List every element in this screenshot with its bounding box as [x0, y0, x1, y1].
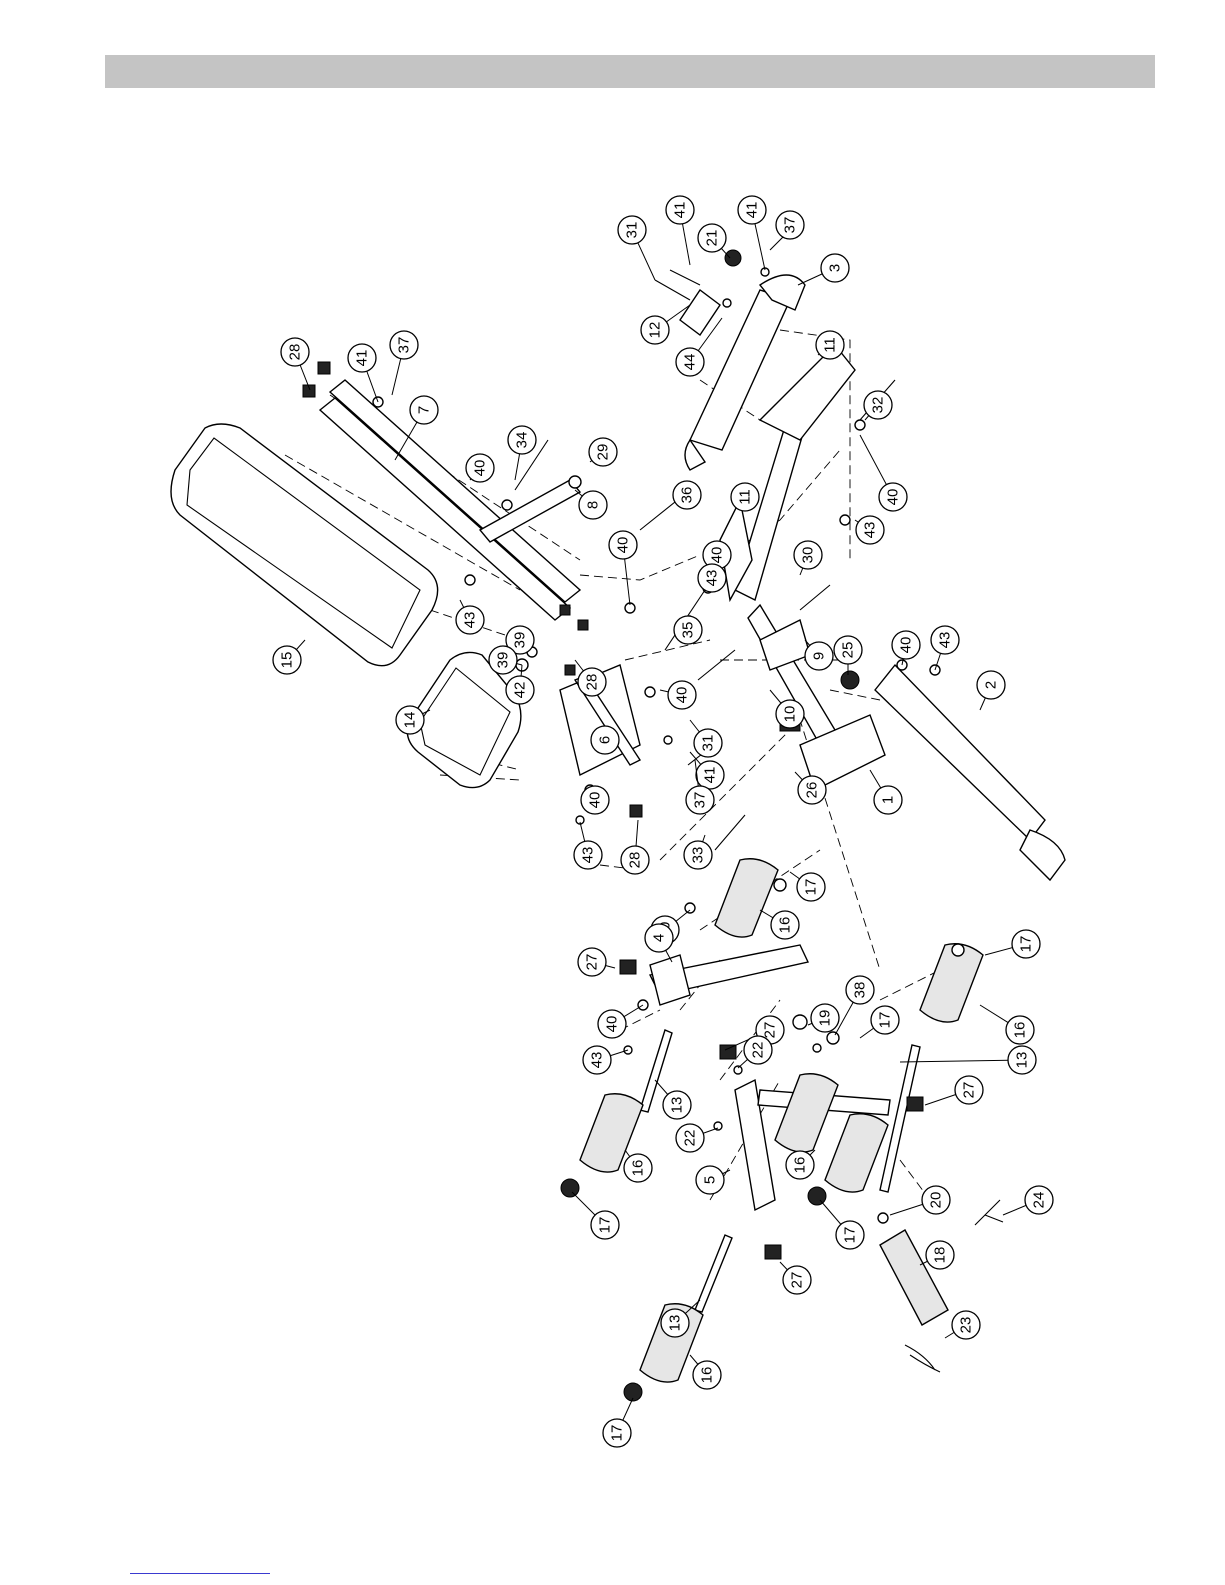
callout-label: 41	[672, 202, 689, 219]
callout-label: 5	[702, 1176, 719, 1184]
callout-label: 31	[624, 222, 641, 239]
callout-label: 26	[804, 782, 821, 799]
callout-label: 6	[597, 736, 614, 744]
callout-label: 40	[615, 537, 632, 554]
callout-label: 27	[584, 954, 601, 971]
callout-label: 17	[877, 1012, 894, 1029]
callout-label: 38	[852, 982, 869, 999]
callout-label: 28	[627, 852, 644, 869]
callout-label: 42	[512, 682, 529, 699]
callout-leader	[900, 1060, 1022, 1062]
callout-label: 27	[762, 1022, 779, 1039]
callout-label: 15	[279, 652, 296, 669]
callout-label: 41	[744, 202, 761, 219]
callout-label: 17	[842, 1227, 859, 1244]
callout-label: 40	[604, 1016, 621, 1033]
callout-label: 43	[589, 1052, 606, 1069]
adjust-rail-upper	[760, 345, 855, 440]
callout-label: 14	[402, 712, 419, 729]
callout-label: 18	[932, 1247, 949, 1264]
callout-label: 22	[750, 1042, 767, 1059]
callout-label: 16	[630, 1160, 647, 1177]
callout-label: 22	[682, 1130, 699, 1147]
callout-label: 41	[354, 350, 371, 367]
callout-label: 13	[1014, 1052, 1031, 1069]
callout-label: 31	[700, 735, 717, 752]
callout-label: 34	[514, 432, 531, 449]
callout-label: 28	[584, 674, 601, 691]
callout-label: 16	[1012, 1022, 1029, 1039]
front-leg	[875, 665, 1065, 880]
callout-label: 36	[679, 487, 696, 504]
callout-label: 40	[674, 687, 691, 704]
callout-label: 1	[880, 796, 897, 804]
footer-rule	[130, 1573, 270, 1574]
callout-label: 33	[690, 847, 707, 864]
callout-label: 30	[800, 547, 817, 564]
callout-label: 11	[737, 489, 754, 505]
callout-label: 35	[680, 622, 697, 639]
callout-label: 16	[777, 917, 794, 934]
callout-label: 40	[709, 547, 726, 564]
callout-label: 3	[827, 264, 844, 272]
callout-label: 37	[692, 792, 709, 809]
callout-label: 39	[512, 632, 529, 649]
callout-label: 17	[1018, 936, 1035, 953]
callout-label: 16	[792, 1157, 809, 1174]
callout-label: 39	[495, 652, 512, 669]
callout-label: 40	[898, 637, 915, 654]
callout-label: 11	[822, 337, 839, 353]
callout-label: 10	[782, 706, 799, 723]
callout-label: 44	[682, 354, 699, 371]
callout-label: 21	[704, 230, 721, 247]
callout-label: 25	[840, 642, 857, 659]
callout-label: 40	[885, 489, 902, 506]
callout-label: 40	[472, 460, 489, 477]
callout-label: 17	[609, 1425, 626, 1442]
callout-label: 17	[597, 1217, 614, 1234]
callout-label: 24	[1031, 1192, 1048, 1209]
upright-tube-4	[650, 945, 808, 1005]
callout-label: 17	[803, 879, 820, 896]
callout-label: 27	[789, 1272, 806, 1289]
callout-label: 43	[704, 570, 721, 587]
roller-rods	[640, 1030, 920, 1312]
callout-label: 4	[651, 934, 668, 942]
callout-label: 29	[595, 444, 612, 461]
callout-label: 13	[667, 1315, 684, 1332]
callout-label: 2	[983, 681, 1000, 689]
callout-label: 27	[961, 1082, 978, 1099]
callout-label: 43	[937, 632, 954, 649]
callout-label: 32	[870, 397, 887, 414]
callout-label: 12	[647, 322, 664, 339]
callout-label: 37	[782, 217, 799, 234]
callout-label: 43	[862, 522, 879, 539]
bracket-8	[480, 476, 581, 542]
main-frame	[735, 410, 885, 790]
callout-label: 9	[811, 652, 828, 660]
callout-label: 8	[585, 501, 602, 509]
callout-label: 16	[699, 1367, 716, 1384]
callout-label: 13	[669, 1097, 686, 1114]
callout-label: 23	[958, 1317, 975, 1334]
callout-label: 43	[580, 847, 597, 864]
callout-label: 41	[702, 767, 719, 784]
callout-label: 20	[928, 1192, 945, 1209]
callout-label: 37	[396, 337, 413, 354]
callout-label: 7	[416, 406, 433, 414]
callout-label: 40	[587, 792, 604, 809]
callout-label: 28	[287, 344, 304, 361]
callout-label: 19	[817, 1010, 834, 1027]
callout-label: 43	[462, 612, 479, 629]
